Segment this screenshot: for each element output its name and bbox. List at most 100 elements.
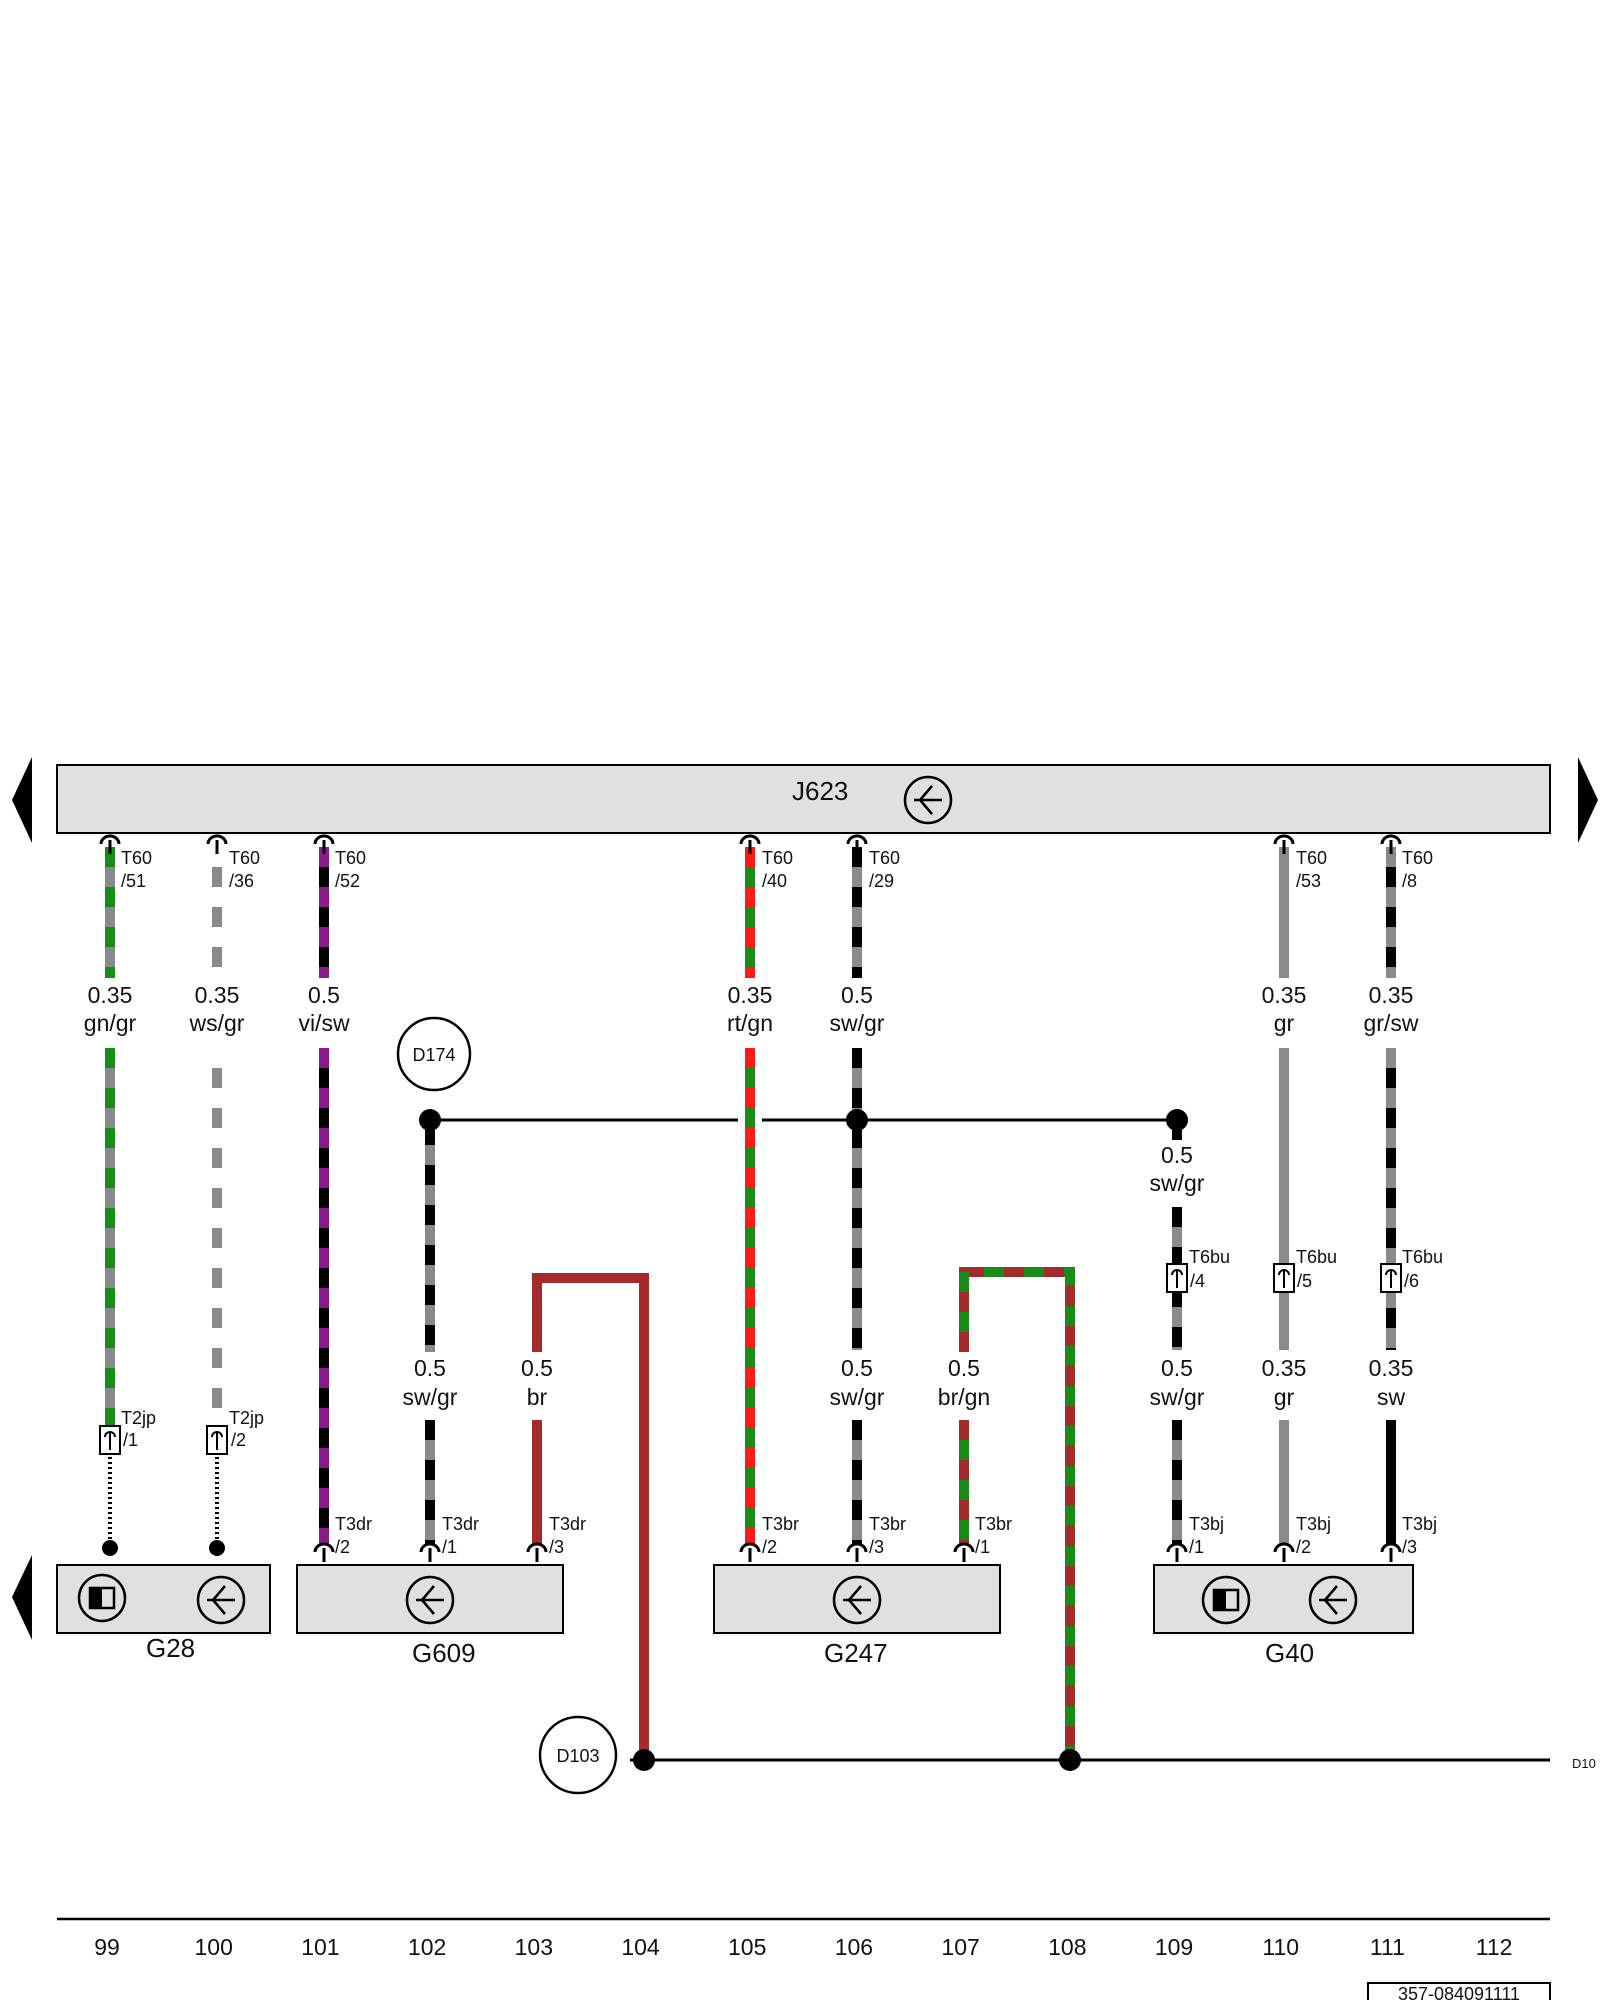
wire-101-color: vi/sw <box>298 1010 350 1036</box>
left-continuation-arrow-top <box>12 757 32 843</box>
column-number: 104 <box>621 1934 660 1960</box>
wires-group <box>99 834 1402 1771</box>
connector-t2jp-1-name: T2jp <box>121 1408 156 1428</box>
lower-wire-110-size: 0.35 <box>1262 1355 1307 1381</box>
w101-plug <box>313 834 335 845</box>
component-pin-plug <box>419 1542 441 1553</box>
right-continuation-arrow-top <box>1578 757 1598 843</box>
l103-ground-loop <box>532 1273 649 1760</box>
wire-110-color: gr <box>1274 1010 1295 1036</box>
wire-105-pin-number: /40 <box>762 871 787 891</box>
component-pin-plug <box>526 1542 548 1553</box>
w111-plug <box>1380 834 1402 845</box>
connector-t6bu-5-arc <box>1278 1269 1290 1276</box>
splice-d174-label-circle <box>396 1016 472 1092</box>
w100-junction <box>209 1540 225 1556</box>
pin-t3dr-3-number: /3 <box>549 1537 564 1557</box>
pin-t3br-2-number: /2 <box>762 1537 777 1557</box>
column-number: 110 <box>1262 1934 1299 1960</box>
column-number: 100 <box>195 1934 233 1960</box>
wire-106-size: 0.5 <box>841 982 873 1008</box>
pin-t3br-1-name: T3br <box>975 1514 1012 1534</box>
lower-wire-107-size: 0.5 <box>948 1355 980 1381</box>
pin-t3br-3-name: T3br <box>869 1514 906 1534</box>
component-pin-plug <box>1380 1542 1402 1553</box>
component-g609-label: G609 <box>412 1638 476 1668</box>
w100-plug <box>206 834 228 845</box>
pin-t3bj-1-name: T3bj <box>1189 1514 1224 1534</box>
lower-wire-102-size: 0.5 <box>414 1355 446 1381</box>
component-g28-label: G28 <box>146 1633 195 1663</box>
wire-111-size: 0.35 <box>1369 982 1414 1008</box>
control-unit-j623 <box>56 764 1551 834</box>
wire-101-pin-number: /52 <box>335 871 360 891</box>
wire-101-size: 0.5 <box>308 982 340 1008</box>
left-continuation-arrow-bottom <box>12 1555 32 1640</box>
wire-111-pin-number: /8 <box>1402 871 1417 891</box>
wire-101-pin-name: T60 <box>335 848 366 868</box>
component-g40-label: G40 <box>1265 1638 1314 1668</box>
pin-t3bj-1-number: /1 <box>1189 1537 1204 1557</box>
lower-wire-106-size: 0.5 <box>841 1355 873 1381</box>
w106-plug <box>846 834 868 845</box>
lower-wire-103-color: br <box>527 1384 548 1410</box>
pin-t3bj-2-number: /2 <box>1296 1537 1311 1557</box>
column-number: 101 <box>301 1934 339 1960</box>
component-pin-plug <box>1166 1542 1188 1553</box>
w99-plug <box>99 834 121 845</box>
lower-wire-103-size: 0.5 <box>521 1355 553 1381</box>
pin-t3dr-1-number: /1 <box>442 1537 457 1557</box>
connector-t2jp-2-pin: /2 <box>231 1430 246 1450</box>
wire-106-color: sw/gr <box>830 1010 885 1036</box>
column-number: 106 <box>835 1934 873 1960</box>
component-g40: G40 <box>1153 1564 1414 1668</box>
drawing-number: 357-084091111 <box>1398 1984 1520 2000</box>
connector-t2jp-1-arc <box>104 1431 116 1438</box>
wire-100-pin-name: T60 <box>229 848 260 868</box>
pin-t3dr-2-name: T3dr <box>335 1514 372 1534</box>
control-unit-label: J623 <box>792 776 848 806</box>
lower-wire-102-color: sw/gr <box>403 1384 458 1410</box>
pin-t3dr-2-number: /2 <box>335 1537 350 1557</box>
lower-wire-109-color: sw/gr <box>1150 1384 1205 1410</box>
column-number: 108 <box>1048 1934 1086 1960</box>
pin-t3bj-3-name: T3bj <box>1402 1514 1437 1534</box>
pin-t3br-3-number: /3 <box>869 1537 884 1557</box>
column-number: 109 <box>1155 1934 1193 1960</box>
w110-plug <box>1273 834 1295 845</box>
component-g247-label: G247 <box>824 1638 888 1668</box>
splice-d103-node <box>633 1749 655 1771</box>
wire-110-pin-number: /53 <box>1296 871 1321 891</box>
wire-106-pin-name: T60 <box>869 848 900 868</box>
column-number: 102 <box>408 1934 446 1960</box>
splice-d174-node <box>846 1109 868 1131</box>
wire-105-color: rt/gn <box>727 1010 773 1036</box>
pin-t3bj-3-number: /3 <box>1402 1537 1417 1557</box>
connector-t6bu-4-pin: /4 <box>1190 1271 1205 1291</box>
w105-plug <box>739 834 761 845</box>
wire-99-color: gn/gr <box>84 1010 137 1036</box>
connector-t6bu-6-arc <box>1385 1269 1397 1276</box>
edge-ref-label: D10 <box>1572 1756 1596 1771</box>
column-number: 112 <box>1476 1934 1513 1960</box>
wire-99-size: 0.35 <box>88 982 133 1008</box>
connector-t6bu-5-name: T6bu <box>1296 1247 1337 1267</box>
drawing-number-box <box>1367 1982 1551 2000</box>
splice-d103-label: D103 <box>556 1746 599 1766</box>
splice-d174-node <box>419 1109 441 1131</box>
lower-wire-107-color: br/gn <box>938 1384 990 1410</box>
connector-t2jp-1-pin: /1 <box>123 1430 138 1450</box>
pin-t3dr-3-name: T3dr <box>549 1514 586 1534</box>
wire-100-size: 0.35 <box>195 982 240 1008</box>
lower-wire-109-size: 0.5 <box>1161 1355 1193 1381</box>
column-number: 103 <box>515 1934 553 1960</box>
wire-105-pin-name: T60 <box>762 848 793 868</box>
wire-109-color: sw/gr <box>1150 1170 1205 1196</box>
connector-t2jp-2-arc <box>211 1431 223 1438</box>
lower-wire-111-size: 0.35 <box>1369 1355 1414 1381</box>
pin-t3bj-2-name: T3bj <box>1296 1514 1331 1534</box>
wire-110-size: 0.35 <box>1262 982 1307 1008</box>
pin-t3br-2-name: T3br <box>762 1514 799 1534</box>
wire-99-pin-number: /51 <box>121 871 146 891</box>
wire-labels: T60 /51 0.35 gn/gr T60 /36 0.35 ws/gr T6… <box>84 848 1443 1557</box>
